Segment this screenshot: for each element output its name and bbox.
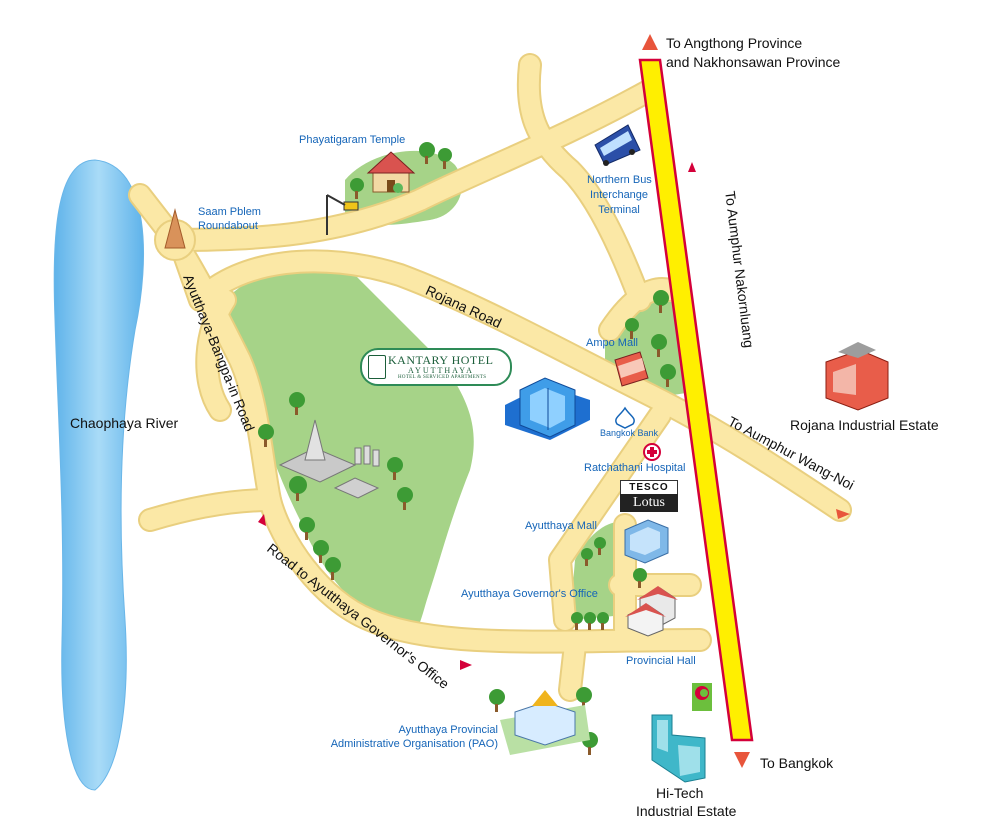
pao-building-icon (500, 690, 590, 755)
chaophaya-river-shape (53, 159, 145, 791)
label-to-nakhonsawan: and Nakhonsawan Province (666, 54, 841, 70)
label-pao-line2: Administrative Organisation (PAO) (330, 738, 498, 750)
label-to-angthong: To Angthong Province (666, 35, 803, 51)
kantary-name: KANTARY HOTEL (388, 353, 494, 367)
ampo-mall-icon (614, 351, 649, 387)
bangkok-bank-icon (615, 406, 635, 429)
tesco-text: TESCO (620, 480, 678, 495)
hitech-building-icon (651, 714, 706, 783)
arrow-north (642, 34, 658, 50)
bus-icon (594, 124, 641, 166)
ayutthaya-mall-icon (624, 519, 669, 564)
label-to-bangkok: To Bangkok (760, 755, 834, 771)
signal-light-icon (326, 194, 359, 235)
label-roundabout: Roundabout (198, 220, 258, 232)
kantary-subtitle: HOTEL & SERVICED APARTMENTS (398, 375, 487, 380)
label-saam-pblem: Saam Pblem (198, 206, 261, 218)
arrow-nakornluang (688, 162, 696, 172)
phayatigaram-temple-icon (366, 151, 416, 193)
label-hitech: Hi-Tech (656, 785, 704, 801)
governor-office-icon (625, 586, 678, 637)
label-industrial-estate: Industrial Estate (636, 803, 737, 819)
arrow-governor-left (258, 514, 266, 526)
label-ayutthaya-mall: Ayutthaya Mall (525, 520, 597, 532)
label-rojana-industrial: Rojana Industrial Estate (790, 417, 939, 433)
label-terminal: Terminal (598, 204, 640, 216)
label-chaophaya-river: Chaophaya River (70, 415, 179, 431)
label-ampo-mall: Ampo Mall (586, 337, 638, 349)
arrow-governor-right (460, 660, 472, 670)
label-bangkok-bank: Bangkok Bank (600, 428, 659, 438)
trees (258, 142, 676, 755)
arrow-wangnoi (836, 509, 850, 519)
big-c-logo (692, 683, 712, 711)
tesco-lotus-logo: TESCO Lotus (620, 480, 678, 512)
main-highway (638, 58, 754, 742)
label-governor-office: Ayutthaya Governor's Office (461, 588, 598, 600)
arrow-south (734, 752, 750, 768)
label-phayatigaram-temple: Phayatigaram Temple (299, 134, 406, 146)
rojana-industrial-icon (825, 342, 889, 411)
label-provincial-hall: Provincial Hall (626, 655, 696, 667)
label-ratchathani-hospital: Ratchathani Hospital (584, 462, 686, 474)
kantary-hotel-sign: KANTARY HOTEL AYUTTHAYA HOTEL & SERVICED… (360, 348, 512, 386)
kantary-logo-icon (368, 355, 386, 379)
label-northern-bus: Northern Bus (587, 174, 652, 186)
label-pao-line1: Ayutthaya Provincial (398, 724, 498, 736)
hospital-icon (643, 443, 661, 461)
kantary-hotel-building-icon (505, 377, 590, 440)
kantary-city: AYUTTHAYA (408, 366, 474, 375)
roundabout-monument (164, 208, 186, 249)
lotus-text: Lotus (620, 494, 678, 512)
label-interchange: Interchange (589, 189, 649, 201)
ancient-temple-icon (278, 419, 380, 499)
